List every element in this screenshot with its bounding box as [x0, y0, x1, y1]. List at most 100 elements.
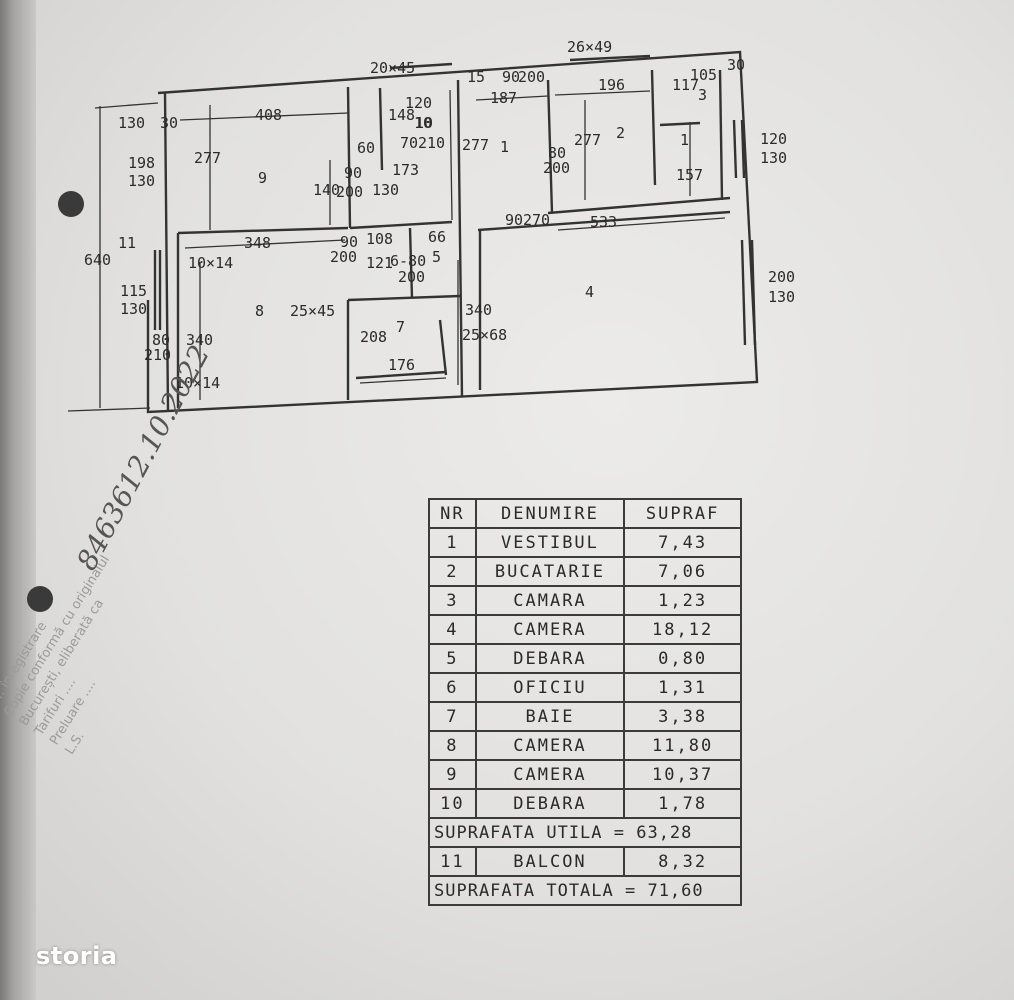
dim-label: 200	[768, 268, 795, 286]
cell-name: CAMERA	[474, 759, 626, 790]
dim-label: 200	[330, 248, 357, 266]
cell-name: DEBARA	[474, 788, 626, 819]
dim-label: 121	[366, 254, 393, 272]
cell-name: OFICIU	[474, 672, 626, 703]
dim-label: 148	[388, 106, 415, 124]
room-number: 11	[118, 234, 136, 252]
dim-label: 277	[194, 149, 221, 167]
table-header-row: NR DENUMIRE SUPRAF	[428, 498, 742, 529]
dim-label: 90	[344, 164, 362, 182]
dim-label: 176	[388, 356, 415, 374]
dim-label: 270	[523, 211, 550, 229]
cell-area: 1,31	[623, 672, 742, 703]
cell-nr: 11	[428, 846, 477, 877]
dim-label: 408	[255, 106, 282, 124]
dim-label: 26×49	[567, 38, 612, 56]
floor-plan: 20×45 26×49 130 30 408 120 15 90 200 187…	[67, 38, 795, 414]
dim-label: 200	[518, 68, 545, 86]
dim-label: 105	[690, 66, 717, 84]
table-row-util-total: SUPRAFATA UTILA = 63,28	[428, 817, 742, 848]
dim-label: 130	[120, 300, 147, 318]
cell-name: BAIE	[474, 701, 626, 732]
dim-label: 60	[357, 139, 375, 157]
dim-label: 10×14	[175, 374, 220, 392]
dim-label: 90	[505, 211, 523, 229]
dim-label: 90	[502, 68, 520, 86]
cell-area: 10,37	[623, 759, 742, 790]
dim-label: 20×45	[370, 59, 415, 77]
cell-nr: 9	[428, 759, 477, 790]
dim-label: 533	[590, 213, 617, 231]
dim-label: 25×45	[290, 302, 335, 320]
cell-area: 8,32	[623, 846, 742, 877]
dim-label: 157	[676, 166, 703, 184]
dim-label: 640	[84, 251, 111, 269]
total-surface: SUPRAFATA TOTALA = 71,60	[428, 875, 742, 906]
table-row-total: SUPRAFATA TOTALA = 71,60	[428, 875, 742, 906]
cell-nr: 4	[428, 614, 477, 645]
cell-area: 1,23	[623, 585, 742, 616]
cell-name: DEBARA	[474, 643, 626, 674]
cell-area: 7,43	[623, 527, 742, 558]
dim-label: 277	[574, 131, 601, 149]
dim-label: 130	[118, 114, 145, 132]
dim-label: 210	[418, 134, 445, 152]
cell-area: 1,78	[623, 788, 742, 819]
cell-name: CAMERA	[474, 614, 626, 645]
cell-nr: 3	[428, 585, 477, 616]
cell-nr: 1	[428, 527, 477, 558]
dim-label: 15	[467, 68, 485, 86]
dim-label: 277	[462, 136, 489, 154]
dim-label: 30	[160, 114, 178, 132]
dim-label: 80	[152, 331, 170, 349]
dim-label: 10×14	[188, 254, 233, 272]
plan-walls	[146, 50, 759, 414]
dim-label: 108	[366, 230, 393, 248]
dim-label: 120	[405, 94, 432, 112]
cell-area: 3,38	[623, 701, 742, 732]
punch-hole	[58, 191, 84, 217]
dim-label: 200	[336, 183, 363, 201]
dim-label: 340	[186, 331, 213, 349]
dim-label: 196	[598, 76, 625, 94]
dim-label: 130	[128, 172, 155, 190]
cell-nr: 5	[428, 643, 477, 674]
header-denumire: DENUMIRE	[474, 498, 626, 529]
room-number: 9	[258, 169, 267, 187]
dim-label: 66	[428, 228, 446, 246]
dim-label: 80	[548, 144, 566, 162]
dim-label: 6-80	[390, 252, 426, 270]
dim-label: 173	[392, 161, 419, 179]
cell-area: 7,06	[623, 556, 742, 587]
dim-label: 208	[360, 328, 387, 346]
dim-label: 198	[128, 154, 155, 172]
dim-label: 117	[672, 76, 699, 94]
cell-name: BALCON	[474, 846, 626, 877]
cell-nr: 8	[428, 730, 477, 761]
room-number: 10	[414, 114, 432, 132]
dim-label: 120	[760, 130, 787, 148]
dim-label: 187	[490, 89, 517, 107]
dim-label: 130	[372, 181, 399, 199]
dim-label: 10	[415, 114, 433, 132]
dim-label: 130	[760, 149, 787, 167]
cell-name: BUCATARIE	[474, 556, 626, 587]
util-total: SUPRAFATA UTILA = 63,28	[428, 817, 742, 848]
room-number: 1	[500, 138, 509, 156]
dim-label: 200	[543, 159, 570, 177]
cell-nr: 10	[428, 788, 477, 819]
cell-name: CAMERA	[474, 730, 626, 761]
room-number: 5	[432, 248, 441, 266]
dimension-lines	[67, 89, 726, 412]
room-number: 8	[255, 302, 264, 320]
cell-nr: 7	[428, 701, 477, 732]
